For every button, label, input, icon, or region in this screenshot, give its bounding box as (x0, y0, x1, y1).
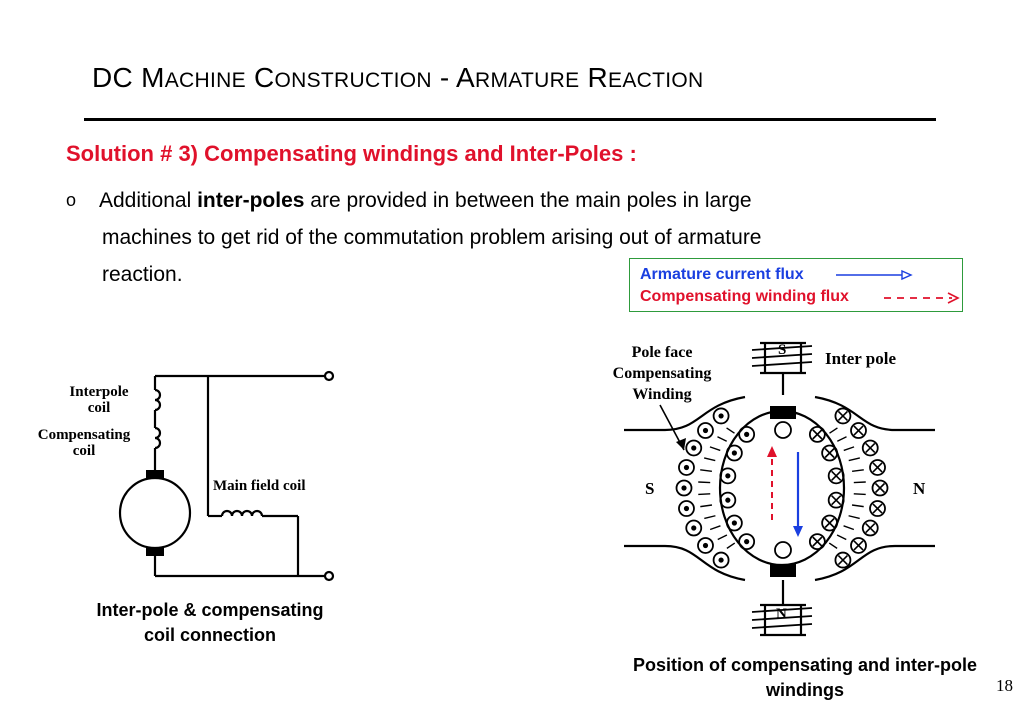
conductor-cross-icon (869, 500, 886, 517)
legend-compensating-label: Compensating winding flux (640, 288, 849, 305)
conductor-dot-icon (725, 514, 743, 532)
conductor-cross-icon (808, 425, 826, 443)
page-number: 18 (996, 676, 1013, 695)
bullet-line-1-bold: inter-poles (197, 189, 305, 212)
conductor-dot-icon (719, 467, 737, 485)
legend-arrows (836, 269, 960, 304)
interpole-coil-icon (154, 388, 162, 412)
bullet-line-1-pre: Additional (99, 189, 198, 212)
title-part: RMATURE (475, 69, 580, 92)
conductor-dot-icon (697, 537, 714, 554)
title-divider (84, 118, 936, 121)
red-arrow-head (947, 292, 960, 304)
bullet-line-1-post: are provided in between the main poles i… (304, 189, 752, 212)
conductor-cross-icon (861, 439, 879, 457)
title-part: R (579, 62, 609, 93)
conductor-dot-icon (725, 444, 743, 462)
bullet-point: o Additional inter-poles are provided in… (66, 182, 946, 293)
brush-top-icon (146, 470, 164, 479)
bullet-marker: o (66, 190, 77, 210)
legend-armature-label: Armature current flux (640, 266, 804, 283)
conductor-dot-icon (738, 425, 756, 443)
conductor-dot-icon (719, 491, 737, 509)
bullet-line-3: reaction. (102, 263, 183, 286)
bottom-brush-icon (770, 564, 796, 577)
solution-heading: Solution # 3) Compensating windings and … (66, 141, 637, 166)
title-part: ONSTRUCTION (274, 69, 432, 92)
title-part: - A (431, 62, 476, 93)
bottom-pole-letter: N (776, 606, 787, 622)
left-pole-letter: S (645, 479, 655, 498)
conductor-dot-icon (712, 551, 730, 569)
conductor-dot-icon (738, 533, 756, 551)
conductor-dot-icon (678, 500, 695, 517)
conductor-cross-icon (827, 491, 845, 509)
main-field-coil-icon (220, 509, 264, 517)
legend-compensating: Compensating winding flux (640, 288, 849, 306)
conductor-cross-icon (808, 533, 826, 551)
title-part: EACTION (608, 69, 704, 92)
blue-arrow-head (901, 269, 913, 281)
conductor-cross-icon (869, 459, 886, 476)
brush-bottom-icon (146, 547, 164, 556)
title-part: C (245, 62, 275, 93)
conductor-dot-icon (685, 439, 703, 457)
conductor-cross-icon (821, 514, 839, 532)
conductor-dot-icon (685, 519, 703, 537)
slide-title: DC MACHINE CONSTRUCTION - ARMATURE REACT… (92, 62, 703, 94)
legend-armature: Armature current flux (640, 266, 804, 284)
title-part: DC M (92, 62, 165, 93)
top-brush-icon (770, 406, 796, 419)
inter-pole-label: Inter pole (825, 349, 896, 368)
bullet-line-1: Additional inter-poles are provided in b… (66, 182, 946, 219)
conductor-dot-icon (697, 422, 714, 439)
conductor-cross-icon (827, 467, 845, 485)
conductor-dot-icon (712, 407, 730, 425)
conductor-cross-icon (834, 551, 852, 569)
compensating-coil-icon (154, 426, 162, 450)
armature-icon (118, 476, 192, 550)
flux-legend: Armature current flux Compensating windi… (629, 258, 963, 312)
main-field-coil-label: Main field coil (213, 478, 306, 494)
conductor-cross-icon (850, 537, 867, 554)
top-pole-letter: S (778, 342, 787, 358)
conductor-cross-icon (861, 519, 879, 537)
conductor-dot-icon (675, 479, 693, 497)
pointer-arrow-head (676, 438, 686, 450)
title-part: ACHINE (164, 69, 246, 92)
conductor-cross-icon (850, 422, 867, 439)
conductor-dot-icon (678, 459, 695, 476)
conductor-cross-icon (834, 407, 852, 425)
conductor-cross-icon (821, 444, 839, 462)
right-pole-letter: N (913, 479, 926, 498)
conductor-cross-icon (871, 479, 889, 497)
bullet-line-2: machines to get rid of the commutation p… (102, 226, 762, 249)
